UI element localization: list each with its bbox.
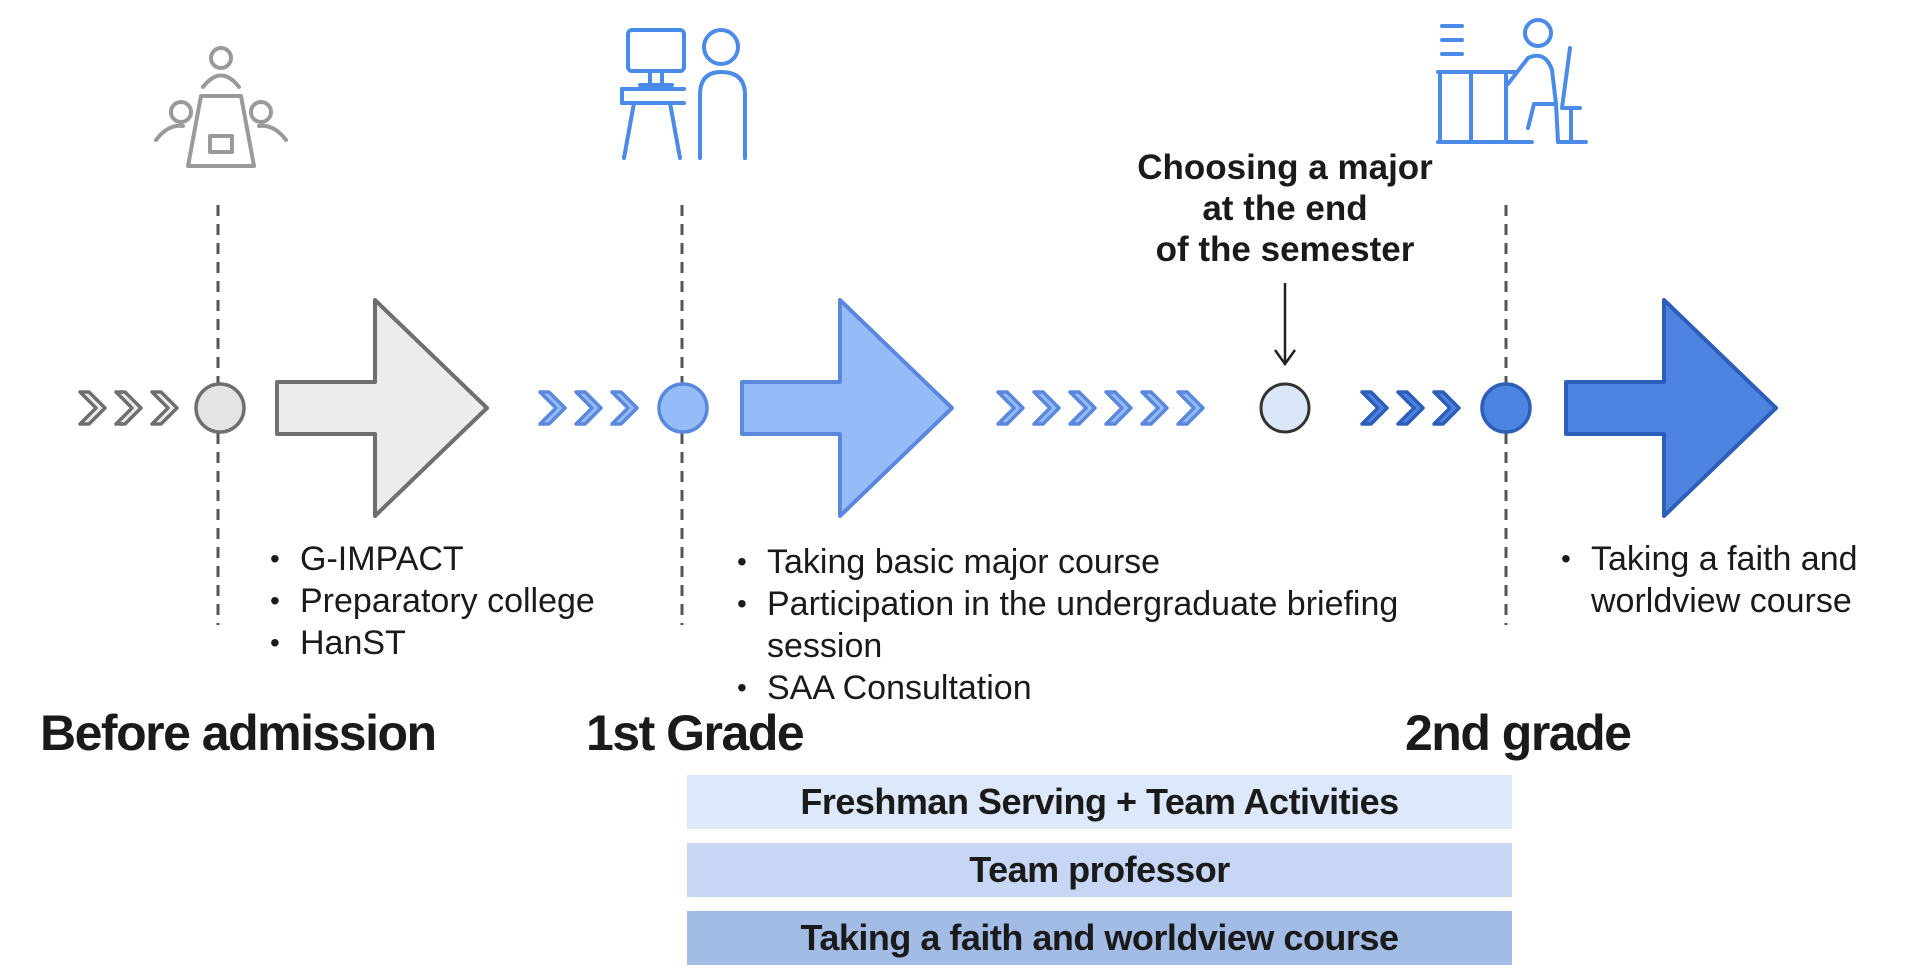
stage-label-first-grade: 1st Grade <box>586 705 805 761</box>
chevron-icon <box>1140 390 1169 426</box>
bar-faith-worldview: Taking a faith and worldview course <box>687 911 1512 965</box>
list-item: G-IMPACT <box>266 538 595 580</box>
chevron-icon <box>1068 390 1097 426</box>
big-arrow-dark-blue <box>1564 298 1778 518</box>
computer-user-icon <box>620 28 747 160</box>
chevron-group-medium-blue <box>996 390 1205 426</box>
chevron-icon <box>996 390 1025 426</box>
timeline-node-second-grade <box>1480 382 1532 434</box>
bar-freshman-serving: Freshman Serving + Team Activities <box>687 775 1512 829</box>
chevron-group-light-blue <box>538 390 639 426</box>
chevron-icon <box>78 390 107 426</box>
chevron-group-dark-blue <box>1360 390 1461 426</box>
list-item: Taking basic major course <box>733 541 1453 583</box>
chevron-icon <box>610 390 639 426</box>
first-grade-bullets: Taking basic major course Participation … <box>733 541 1453 709</box>
timeline-node-major-choice <box>1259 382 1311 434</box>
callout-pointer-head <box>1273 349 1297 367</box>
chevron-icon <box>1432 390 1461 426</box>
chevron-icon <box>1104 390 1133 426</box>
callout-line-2: at the end <box>1202 189 1368 228</box>
chevron-icon <box>1360 390 1389 426</box>
chevron-icon <box>1176 390 1205 426</box>
big-arrow-light-blue <box>740 298 954 518</box>
second-grade-bullets: Taking a faith and worldview course <box>1557 538 1887 622</box>
bar-team-professor: Team professor <box>687 843 1512 897</box>
list-item: Taking a faith and worldview course <box>1557 538 1887 622</box>
list-item: Participation in the undergraduate brief… <box>733 583 1453 667</box>
callout-line-3: of the semester <box>1155 230 1415 269</box>
chevron-icon <box>538 390 567 426</box>
chevron-icon <box>1032 390 1061 426</box>
timeline-node-first-grade <box>657 382 709 434</box>
chevron-icon <box>574 390 603 426</box>
callout-line-1: Choosing a major <box>1137 148 1433 187</box>
list-item: Preparatory college <box>266 580 595 622</box>
person-at-desk-icon <box>1436 18 1588 144</box>
bar-label: Taking a faith and worldview course <box>800 917 1399 958</box>
timeline-node-before-admission <box>194 382 246 434</box>
bar-label: Team professor <box>969 849 1230 890</box>
stage-label-second-grade: 2nd grade <box>1405 705 1632 761</box>
before-admission-bullets: G-IMPACT Preparatory college HanST <box>266 538 595 664</box>
chevron-icon <box>114 390 143 426</box>
list-item: SAA Consultation <box>733 667 1453 709</box>
meeting-table-icon <box>154 46 288 168</box>
bar-label: Freshman Serving + Team Activities <box>800 781 1399 822</box>
big-arrow-gray <box>275 298 489 518</box>
list-item: HanST <box>266 622 595 664</box>
chevron-icon <box>150 390 179 426</box>
stage-label-before-admission: Before admission <box>40 705 437 761</box>
major-choice-callout: Choosing a major at the end of the semes… <box>1120 147 1450 270</box>
chevron-group-gray <box>78 390 179 426</box>
chevron-icon <box>1396 390 1425 426</box>
